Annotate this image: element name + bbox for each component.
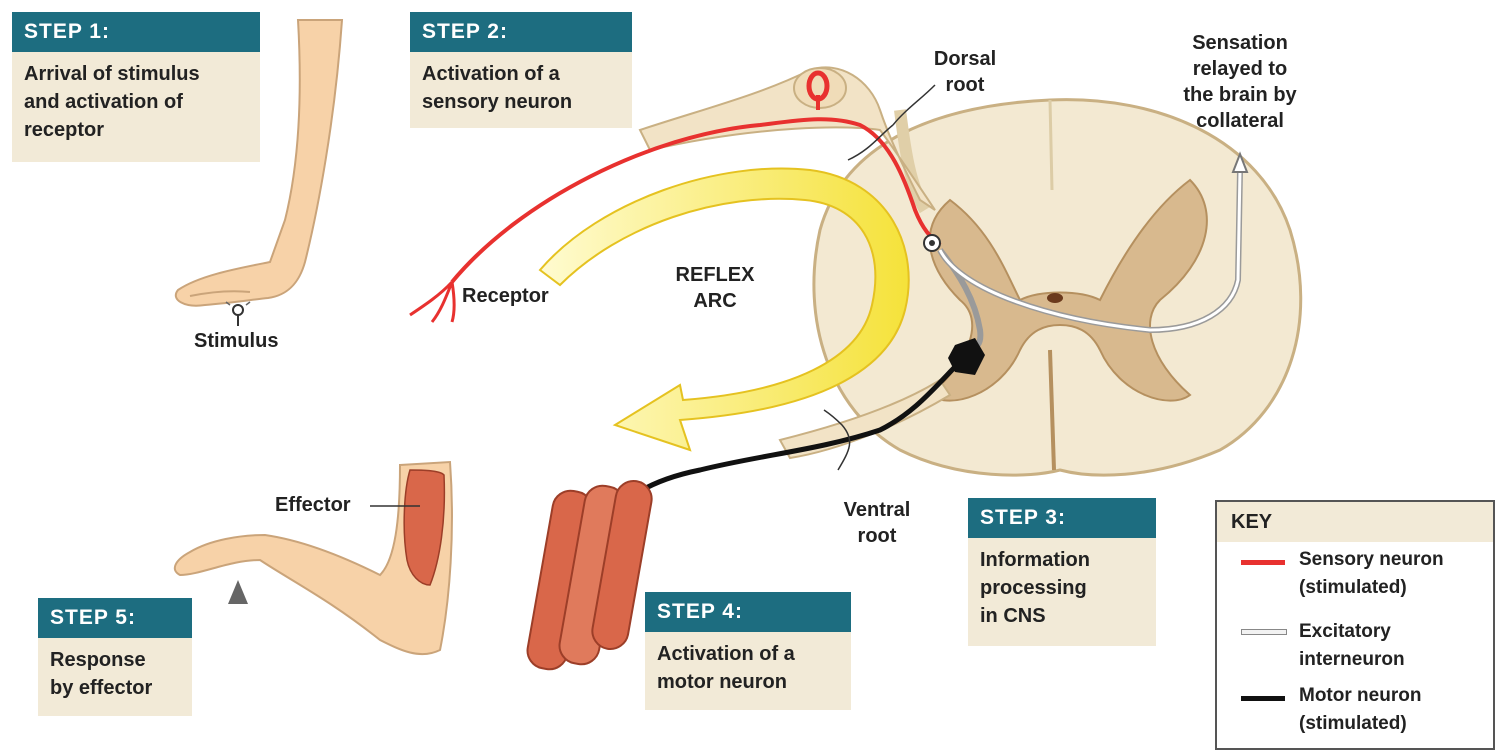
interneuron-swatch	[1241, 629, 1287, 635]
step-4-box: STEP 4: Activation of a motor neuron	[645, 592, 851, 710]
motor-swatch	[1241, 696, 1285, 701]
arm-step5	[175, 462, 452, 654]
step-4-title: STEP 4:	[645, 592, 851, 632]
step-2-box: STEP 2: Activation of a sensory neuron	[410, 12, 632, 128]
step-1-text: Arrival of stimulus and activation of re…	[12, 52, 260, 152]
sensation-label: Sensation relayed to the brain by collat…	[1165, 30, 1315, 134]
sensory-swatch	[1241, 560, 1285, 565]
step-1-title: STEP 1:	[12, 12, 260, 52]
step-5-text: Response by effector	[38, 638, 192, 710]
response-arrow	[228, 580, 248, 752]
dorsal-root-label: Dorsal root	[915, 46, 1015, 98]
step-3-text: Information processing in CNS	[968, 538, 1156, 638]
key-item-interneuron-label: Excitatory interneuron	[1299, 618, 1405, 674]
key-item-motor-label: Motor neuron (stimulated)	[1299, 682, 1421, 738]
step-2-text: Activation of a sensory neuron	[410, 52, 632, 124]
ventral-root-label: Ventral root	[822, 497, 932, 549]
step-4-text: Activation of a motor neuron	[645, 632, 851, 704]
step-3-box: STEP 3: Information processing in CNS	[968, 498, 1156, 646]
stimulus-label: Stimulus	[194, 328, 278, 354]
reflex-arc-label: REFLEX ARC	[665, 262, 765, 314]
muscle-bundle	[525, 478, 655, 672]
receptor-label: Receptor	[462, 283, 549, 309]
key-item-sensory-label: Sensory neuron (stimulated)	[1299, 546, 1444, 602]
step-3-title: STEP 3:	[968, 498, 1156, 538]
step-2-title: STEP 2:	[410, 12, 632, 52]
key-title: KEY	[1217, 502, 1493, 542]
step-5-title: STEP 5:	[38, 598, 192, 638]
stimulus-marker	[226, 302, 250, 326]
step-5-box: STEP 5: Response by effector	[38, 598, 192, 716]
effector-label: Effector	[275, 492, 351, 518]
key-legend: KEY Sensory neuron (stimulated) Excitato…	[1215, 500, 1495, 750]
step-1-box: STEP 1: Arrival of stimulus and activati…	[12, 12, 260, 162]
